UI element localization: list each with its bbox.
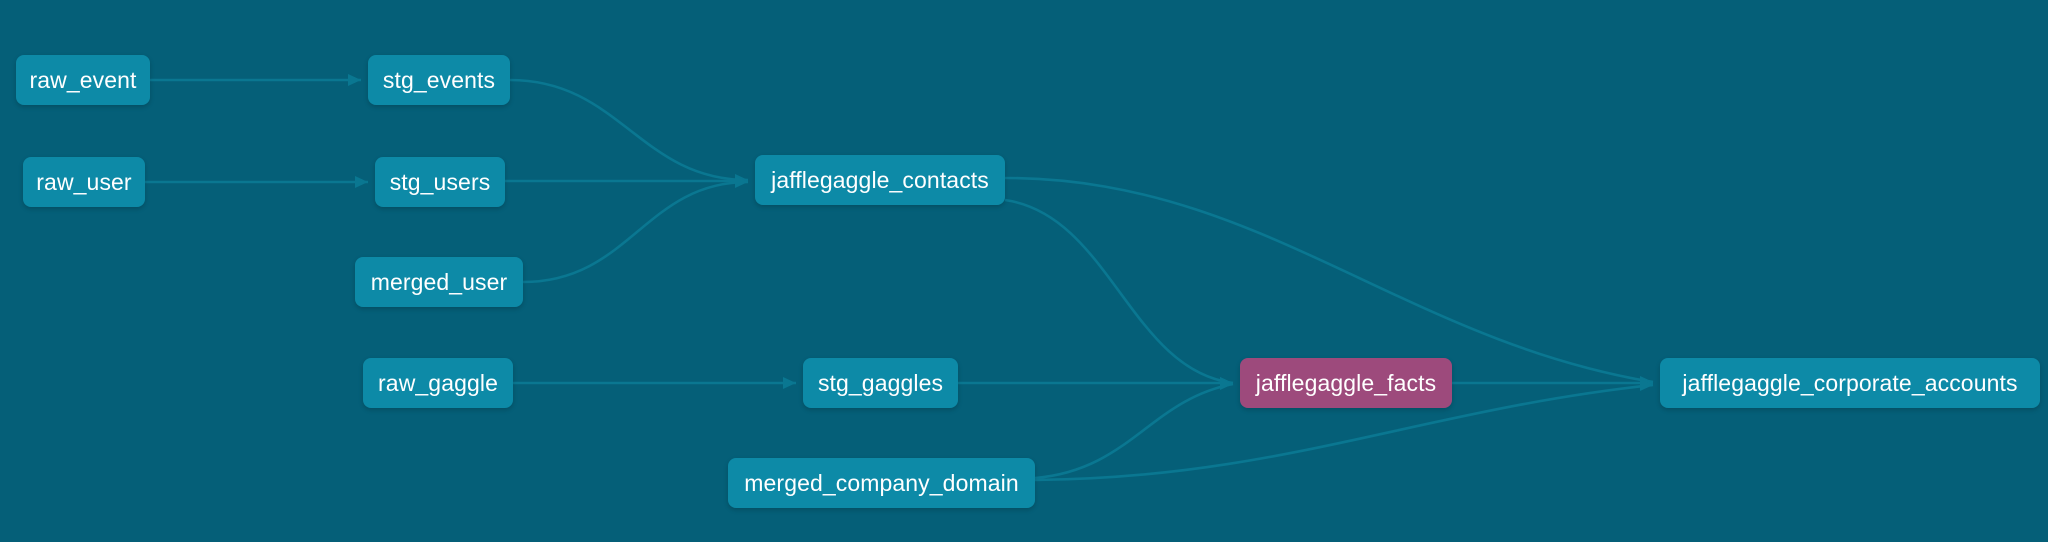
graph-node-label: stg_events xyxy=(382,66,496,93)
graph-node-label: jafflegaggle_corporate_accounts xyxy=(1682,369,2018,396)
graph-node-merged_company_domain[interactable]: merged_company_domain xyxy=(728,458,1035,508)
edge-jafflegaggle_contacts-to-jafflegaggle_facts xyxy=(1004,198,1234,385)
graph-node-stg_events[interactable]: stg_events xyxy=(368,55,510,105)
arrowhead-stg_events xyxy=(348,74,361,86)
graph-node-jafflegaggle_contacts[interactable]: jafflegaggle_contacts xyxy=(755,155,1005,205)
arrowhead-stg_gaggles xyxy=(783,377,796,389)
graph-node-stg_gaggles[interactable]: stg_gaggles xyxy=(803,358,958,408)
edge-merged_company_domain-to-jafflegaggle_facts xyxy=(1034,382,1234,480)
graph-node-label: jafflegaggle_facts xyxy=(1255,369,1437,396)
graph-node-label: jafflegaggle_contacts xyxy=(771,166,989,193)
graph-node-merged_user[interactable]: merged_user xyxy=(355,257,523,307)
arrowhead-jafflegaggle_facts xyxy=(1220,378,1233,390)
graph-node-label: raw_user xyxy=(36,168,132,195)
edge-stg_events-to-jafflegaggle_contacts xyxy=(509,78,749,182)
graph-node-jafflegaggle_corporate_accounts[interactable]: jafflegaggle_corporate_accounts xyxy=(1660,358,2040,408)
graph-node-label: raw_event xyxy=(29,66,137,93)
graph-node-label: merged_user xyxy=(370,268,508,295)
arrowhead-jafflegaggle_corporate_accounts xyxy=(1640,379,1653,391)
edge-merged_user-to-jafflegaggle_contacts xyxy=(522,180,749,284)
graph-node-jafflegaggle_facts[interactable]: jafflegaggle_facts xyxy=(1240,358,1452,408)
graph-node-label: raw_gaggle xyxy=(378,369,498,396)
graph-node-label: stg_users xyxy=(389,168,491,195)
arrowhead-jafflegaggle_contacts xyxy=(735,176,748,188)
edge-merged_company_domain-to-jafflegaggle_corporate_accounts xyxy=(1034,383,1654,482)
graph-node-raw_user[interactable]: raw_user xyxy=(23,157,145,207)
edge-jafflegaggle_contacts-to-jafflegaggle_corporate_accounts xyxy=(1004,176,1654,384)
graph-node-raw_event[interactable]: raw_event xyxy=(16,55,150,105)
arrowhead-stg_users xyxy=(355,176,368,188)
graph-node-raw_gaggle[interactable]: raw_gaggle xyxy=(363,358,513,408)
graph-node-label: merged_company_domain xyxy=(744,469,1019,496)
graph-node-stg_users[interactable]: stg_users xyxy=(375,157,505,207)
graph-node-label: stg_gaggles xyxy=(817,369,944,396)
